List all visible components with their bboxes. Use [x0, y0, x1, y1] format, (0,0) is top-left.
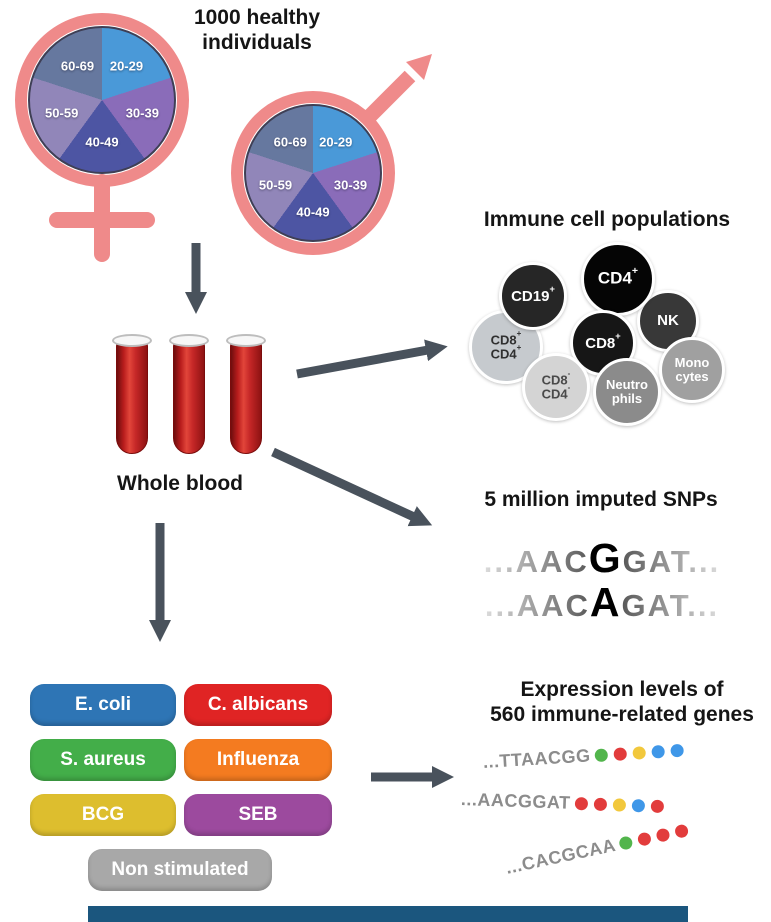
tube-blood — [230, 341, 262, 454]
cell-cd8neg-cd4neg: CD8- CD4- — [522, 353, 590, 421]
blood-tubes — [112, 334, 268, 464]
whole-blood-label: Whole blood — [117, 472, 243, 495]
expression-seq-3: ...CACGCAA — [503, 834, 618, 878]
stimulus-non-stimulated: Non stimulated — [88, 849, 272, 891]
expression-seq-2: ...AACGGAT — [460, 789, 571, 813]
expression-dot — [629, 796, 647, 815]
snp-seq2-post: GAT... — [621, 588, 720, 623]
expression-title: Expression levels of 560 immune-related … — [472, 678, 771, 728]
expression-dot — [572, 794, 590, 813]
bottom-cropped-bar — [88, 906, 688, 922]
male-age-pie: 20-29 30-39 40-49 50-59 60-69 — [244, 104, 382, 242]
male-symbol-arrow-line — [360, 70, 416, 126]
stimulus-e-coli: E. coli — [30, 684, 176, 726]
immune-title: Immune cell populations — [483, 208, 731, 231]
expression-dots-1 — [590, 741, 686, 765]
stimulus-s-aureus: S. aureus — [30, 739, 176, 781]
male-symbol: 20-29 30-39 40-49 50-59 60-69 — [231, 91, 395, 255]
expression-dots-2 — [570, 794, 666, 816]
expression-dot — [615, 832, 636, 854]
expression-dots-3 — [614, 821, 692, 854]
expression-seq-1: ...TTAACGG — [482, 745, 592, 772]
stimulus-seb: SEB — [184, 794, 332, 836]
blood-tube — [169, 334, 209, 460]
expression-dot — [648, 797, 666, 816]
age-label: 50-59 — [45, 105, 79, 121]
expression-dot — [610, 745, 629, 764]
expression-dot — [610, 796, 628, 814]
arrow-blood-to-cells — [296, 339, 448, 379]
expression-row-3: ...CACGCAA — [504, 819, 692, 879]
age-label: 60-69 — [60, 58, 95, 74]
blood-tube — [226, 334, 266, 460]
female-age-pie: 20-29 30-39 40-49 50-59 60-69 — [28, 26, 176, 174]
tube-rim — [169, 334, 209, 347]
stimulus-influenza: Influenza — [184, 739, 332, 781]
snp-seq1-variant: G — [588, 535, 623, 581]
male-symbol-arrow-head — [406, 54, 432, 80]
expression-row-1: ...TTAACGG — [482, 740, 686, 773]
expression-title-line1: Expression levels of — [520, 678, 724, 701]
tube-rim — [112, 334, 152, 347]
snps-title: 5 million imputed SNPs — [484, 488, 718, 511]
tube-blood — [116, 341, 148, 454]
page-title: 1000 healthy individuals — [150, 6, 364, 56]
blood-tube — [112, 334, 152, 460]
arrow-blood-to-snps — [271, 447, 433, 527]
title-line2: individuals — [202, 30, 312, 54]
age-label: 50-59 — [258, 177, 293, 193]
expression-row-2: ...AACGGAT — [461, 789, 666, 817]
age-label: 20-29 — [319, 134, 353, 149]
title-line1: 1000 healthy — [193, 6, 321, 29]
cell-cd4: CD4+ — [581, 242, 655, 316]
expression-dot — [652, 825, 674, 846]
expression-dot — [634, 828, 655, 850]
snp-seq2-pre: ...AAC — [484, 588, 590, 623]
expression-title-line2: 560 immune-related genes — [490, 702, 754, 726]
snp-seq1-pre: ...AAC — [483, 544, 589, 579]
age-label: 40-49 — [296, 204, 330, 220]
snp-sequence-2: ...AACAGAT... — [432, 582, 771, 623]
age-label: 30-39 — [125, 105, 159, 121]
snp-sequence-1: ...AACGGAT... — [432, 538, 771, 579]
tube-rim — [226, 334, 266, 347]
age-label: 60-69 — [273, 134, 307, 149]
age-label: 40-49 — [85, 134, 119, 150]
female-symbol: 20-29 30-39 40-49 50-59 60-69 — [15, 13, 189, 187]
expression-dot — [591, 795, 609, 814]
expression-dot — [629, 743, 648, 762]
expression-dot — [591, 746, 610, 765]
stimulus-c-albicans: C. albicans — [184, 684, 332, 726]
expression-dot — [667, 741, 686, 760]
tube-blood — [173, 341, 205, 454]
snp-seq2-variant: A — [589, 579, 622, 625]
expression-dot — [671, 821, 692, 842]
age-label: 20-29 — [109, 58, 144, 74]
snp-seq1-post: GAT... — [622, 544, 721, 579]
age-label: 30-39 — [333, 177, 368, 193]
expression-dot — [648, 742, 667, 761]
cell-cd19: CD19+ — [499, 262, 567, 330]
stimulus-bcg: BCG — [30, 794, 176, 836]
